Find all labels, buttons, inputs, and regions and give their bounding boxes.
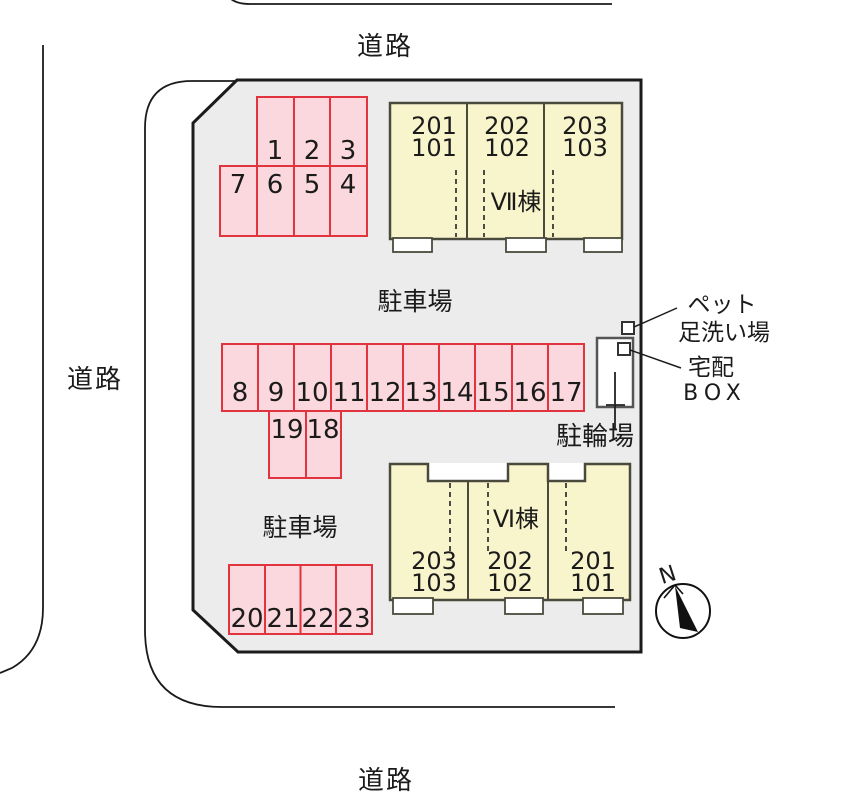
parking-space-7 bbox=[219, 165, 258, 237]
north-label: N bbox=[656, 561, 679, 590]
building-vi-unit-label: 101 bbox=[570, 569, 616, 597]
parking-space-number: 6 bbox=[267, 170, 284, 200]
building-vi-unit-label: 202 bbox=[487, 547, 533, 575]
building-vii-unit-label: 103 bbox=[562, 134, 608, 162]
parking-space-13 bbox=[402, 343, 440, 412]
parking-space-number: 5 bbox=[304, 170, 321, 200]
parking-space-number: 21 bbox=[266, 604, 299, 634]
building-vii-outline bbox=[388, 101, 624, 241]
parking-space-number: 9 bbox=[268, 378, 285, 408]
building-vi-name: Ⅵ棟 bbox=[493, 505, 539, 533]
parking-space-4 bbox=[329, 165, 368, 237]
compass: N bbox=[655, 561, 711, 639]
parking-space-number: 15 bbox=[476, 378, 509, 408]
parking-space-11 bbox=[330, 343, 368, 412]
delivery-box-label-line1: 宅配 bbox=[688, 355, 734, 381]
road-label-bottom: 道路 bbox=[358, 766, 414, 796]
parking-space-number: 2 bbox=[304, 136, 321, 166]
parking-space-number: 18 bbox=[306, 415, 339, 445]
pet-wash-label-line2: 足洗い場 bbox=[678, 320, 770, 346]
parking-space-number: 1 bbox=[267, 136, 284, 166]
compass-needle-tip bbox=[663, 583, 684, 599]
entrance-notch bbox=[429, 463, 507, 480]
road-label-left: 道路 bbox=[67, 365, 123, 395]
parking-space-number: 10 bbox=[295, 378, 328, 408]
parking-space-number: 17 bbox=[549, 378, 582, 408]
pet-wash-label-line1: ペット bbox=[688, 292, 757, 318]
compass-needle bbox=[675, 586, 698, 632]
parking-space-number: 12 bbox=[368, 378, 401, 408]
road-label-top: 道路 bbox=[357, 32, 413, 62]
entrance-notch bbox=[549, 463, 584, 480]
parking-area-label-bottom: 駐車場 bbox=[262, 513, 337, 542]
parking-group-top: 1 2 3 7 6 5 4 bbox=[219, 96, 368, 237]
entrance-porch bbox=[504, 597, 544, 615]
building-vi-unit-label: 102 bbox=[487, 569, 533, 597]
building-vi: 203 103 202 102 201 101 Ⅵ棟 bbox=[388, 462, 632, 615]
building-vii-unit-label: 202 bbox=[484, 112, 530, 140]
parking-space-number: 23 bbox=[337, 604, 370, 634]
parking-space-23 bbox=[335, 564, 373, 635]
parking-space-8 bbox=[221, 343, 259, 412]
parking-space-number: 4 bbox=[340, 170, 357, 200]
parking-space-21 bbox=[264, 564, 302, 635]
parking-space-15 bbox=[474, 343, 513, 412]
delivery-box-square bbox=[617, 342, 631, 356]
parking-space-number: 22 bbox=[301, 604, 334, 634]
building-vii-unit-label: 201 bbox=[411, 112, 457, 140]
parking-space-18 bbox=[305, 410, 342, 479]
leader-line-delivery-box bbox=[629, 349, 682, 369]
leader-line-pet-wash bbox=[633, 307, 678, 328]
parking-space-5 bbox=[293, 165, 331, 237]
entrance-porch bbox=[583, 237, 623, 253]
parking-space-number: 14 bbox=[440, 378, 473, 408]
building-vii-unit-label: 102 bbox=[484, 134, 530, 162]
parking-space-number: 3 bbox=[340, 136, 357, 166]
parking-space-16 bbox=[511, 343, 549, 412]
parking-space-number: 11 bbox=[332, 378, 365, 408]
parking-space-10 bbox=[293, 343, 332, 412]
parking-space-12 bbox=[366, 343, 404, 412]
building-vii-unit-label: 203 bbox=[562, 112, 608, 140]
parking-group-middle: 8 9 10 11 12 13 14 15 16 17 19 18 bbox=[221, 343, 585, 479]
parking-area-label-top: 駐車場 bbox=[377, 287, 452, 316]
entrance-porch bbox=[392, 597, 434, 615]
entrance-porch bbox=[392, 237, 433, 253]
entrance-porch bbox=[582, 597, 624, 615]
parking-space-number: 20 bbox=[230, 604, 263, 634]
building-vii-name: Ⅶ棟 bbox=[491, 188, 542, 216]
parking-space-number: 7 bbox=[230, 170, 247, 200]
parking-group-bottom: 20 21 22 23 bbox=[228, 564, 373, 635]
left-road-line bbox=[0, 45, 44, 674]
parking-space-number: 13 bbox=[404, 378, 437, 408]
parking-space-6 bbox=[256, 165, 295, 237]
parking-space-19 bbox=[268, 410, 307, 479]
facility-annotations: ペット 足洗い場 宅配 BOX bbox=[617, 292, 770, 406]
parking-space-number: 19 bbox=[270, 415, 303, 445]
parking-space-2 bbox=[293, 96, 331, 167]
top-block-edge-line bbox=[230, 0, 612, 5]
delivery-box-label-line2: BOX bbox=[683, 381, 747, 406]
parking-space-14 bbox=[438, 343, 476, 412]
building-vi-unit-label: 201 bbox=[570, 547, 616, 575]
building-vii-unit-label: 101 bbox=[411, 134, 457, 162]
building-vii: 201 101 202 102 203 103 Ⅶ棟 bbox=[388, 101, 624, 253]
parking-space-number: 16 bbox=[513, 378, 546, 408]
parking-space-17 bbox=[547, 343, 585, 412]
pet-wash-square bbox=[621, 321, 635, 335]
parking-space-1 bbox=[256, 96, 295, 167]
entrance-porch bbox=[505, 237, 547, 253]
parking-space-number: 8 bbox=[232, 378, 249, 408]
building-vi-unit-label: 103 bbox=[411, 569, 457, 597]
curb-line bbox=[144, 80, 615, 708]
building-vi-unit-label: 203 bbox=[411, 547, 457, 575]
bicycle-parking-label: 駐輪場 bbox=[556, 422, 634, 452]
